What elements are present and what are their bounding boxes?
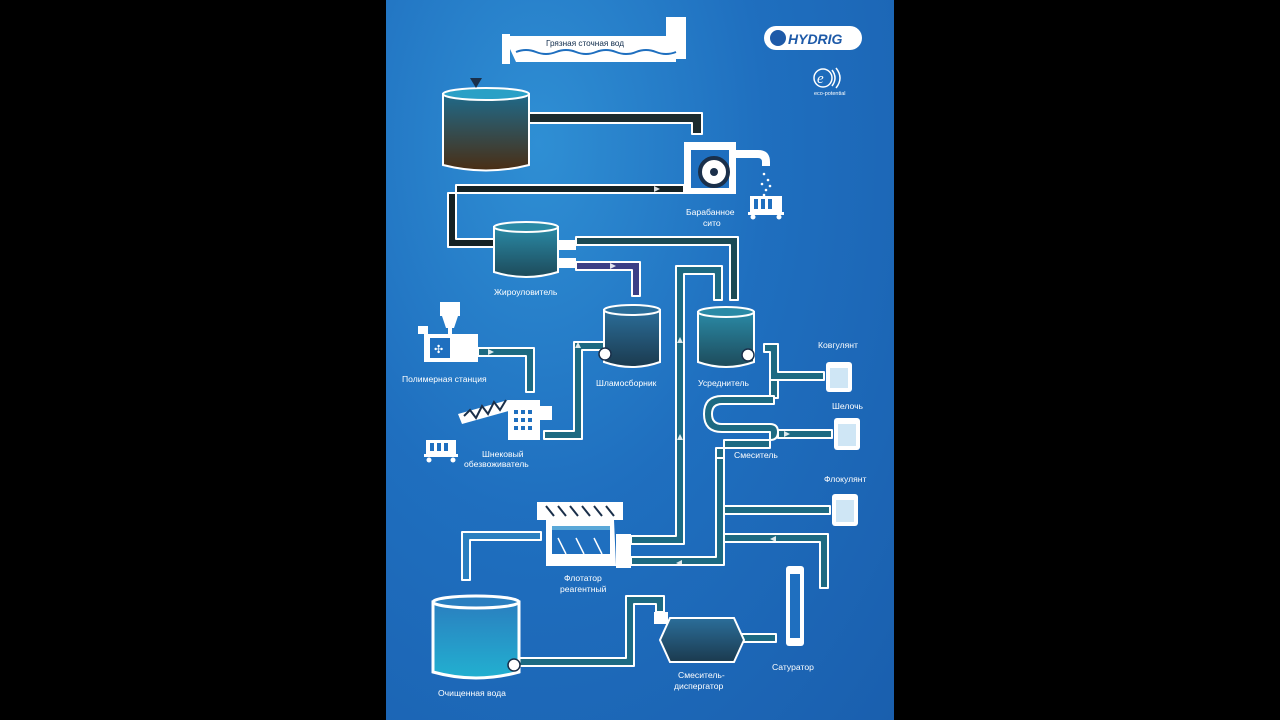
pipe-disperser-to-clean [517,595,665,667]
cake-cart-icon [424,440,458,463]
hydrig-logo: HYDRIG [764,26,862,50]
alkali-tank: Шелочь [832,401,864,450]
sludge-collector: Шламосборник [596,304,661,388]
eco-caption: eco-potential [814,91,846,97]
eco-mark: e [817,71,824,87]
pipe-screw-to-sludge [543,341,605,440]
pipe-flocculant-line [723,505,831,515]
hydrig-emblem-icon [770,30,786,46]
mixer-blade-icon: ✣ [434,343,443,356]
grease-trap-label: Жироуловитель [494,287,558,297]
polymer-station: ✣ Полимерная станция [402,302,487,384]
flotator-scraper-icon [545,505,615,517]
flotator: Флотатор реагентный [537,502,631,594]
pipe-polymer-to-screw [477,347,535,393]
inlet-label: Грязная сточная вод [546,39,624,48]
raw-water-tank [442,78,530,172]
clean-water-label: Очищенная вода [438,688,506,698]
screw-auger-icon [463,399,507,420]
screw-label-2: обезвоживатель [464,459,529,469]
grease-trap: Жироуловитель [493,221,576,297]
alkali-label: Шелочь [832,401,864,411]
disperser-label-2: диспергатор [674,681,723,691]
inlet-channel: Грязная сточная вод [502,17,686,64]
pipe-grease-to-sludge [575,261,641,297]
sludge-collector-label: Шламосборник [596,378,657,388]
screenings-cart-icon [748,196,784,220]
clean-pump-icon [507,658,521,672]
saturator-label: Сатуратор [772,662,814,672]
equalizer-tank: Усреднитель [697,306,755,388]
pipe-mixer-coil [703,395,779,459]
equalizer-label: Усреднитель [698,378,749,388]
clean-water-tank: Очищенная вода [431,594,521,698]
sludge-pump-icon [598,347,612,361]
mixer-label: Смеситель [734,450,778,460]
flotator-label-1: Флотатор [564,573,602,583]
coagulant-tank: Ковгулянт [818,340,858,392]
flocculant-label: Флокулянт [824,474,867,484]
screw-dewaterer: Шнековый обезвоживатель [424,399,552,469]
saturator: Сатуратор [772,566,814,672]
pipes [447,112,833,667]
pipe-flotator-to-clean [461,531,542,581]
pipe-alkali-line [777,429,833,439]
drum-screen-label-1: Барабанное [686,207,735,217]
eco-potential-logo: e eco-potential [813,67,846,97]
treatment-process-diagram: Грязная сточная вод HYDRIG e eco-potenti… [402,17,867,698]
logo-text: HYDRIG [788,31,843,47]
coagulant-label: Ковгулянт [818,340,858,350]
flocculant-tank: Флокулянт [824,474,867,526]
mixer-disperser: Смеситель- диспергатор [654,612,746,691]
pipe-flotator-to-equalizer [630,265,723,545]
pipe-saturator-feed [723,533,829,589]
pipe-inlet-to-drum [528,112,703,135]
disperser-label-1: Смеситель- [678,670,725,680]
drum-screen-label-2: сито [703,218,721,228]
screenings-particles [760,172,772,197]
inlet-drop-icon [470,78,482,88]
flotator-label-2: реагентный [560,584,607,594]
screw-label-1: Шнековый [482,449,524,459]
pipe-coagulant-line [763,343,825,381]
drum-screen: Барабанное сито [684,142,784,228]
polymer-station-label: Полимерная станция [402,374,487,384]
equalizer-pump-icon [741,348,755,362]
pipe-equalizer-down [769,379,779,399]
